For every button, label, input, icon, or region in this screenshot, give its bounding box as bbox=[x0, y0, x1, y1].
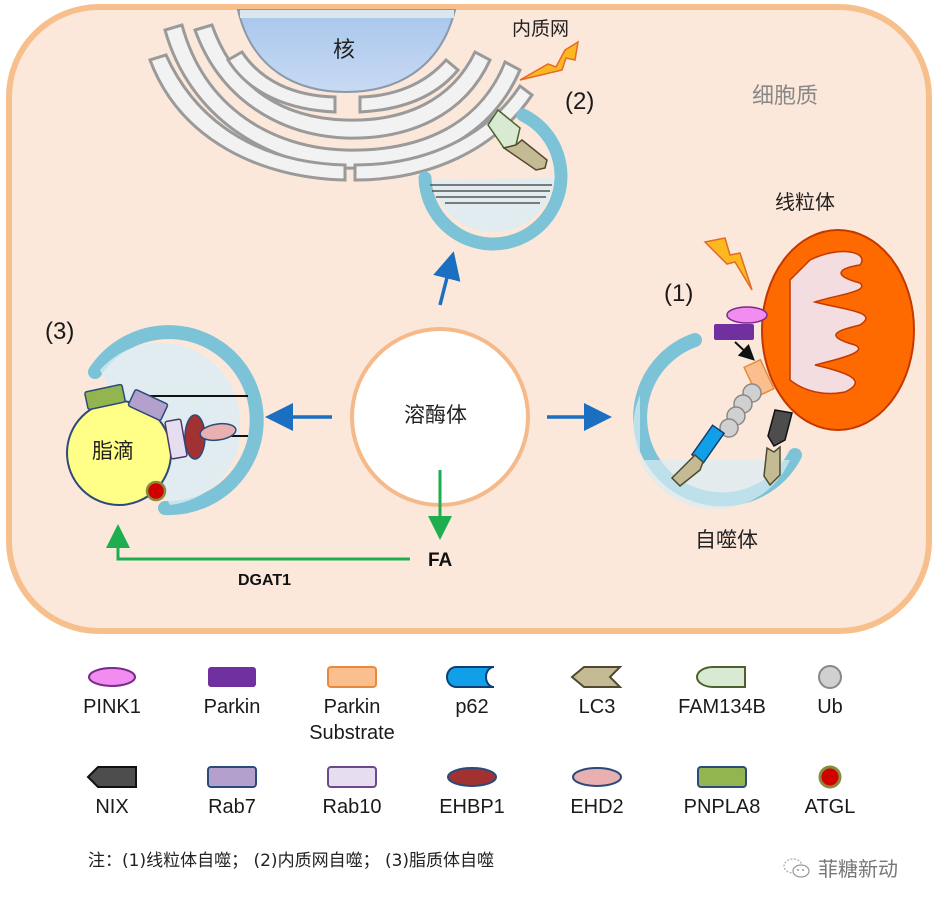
pnpla8-protein bbox=[84, 383, 126, 411]
pink1-protein bbox=[726, 306, 768, 324]
legend-ehd2: EHD2 bbox=[537, 762, 657, 820]
atgl-protein bbox=[145, 480, 167, 502]
tan-arrow-tag-icon bbox=[570, 666, 623, 688]
lavender-rect-icon bbox=[207, 766, 257, 788]
green-bullet-icon bbox=[696, 666, 746, 688]
endoplasmic-reticulum bbox=[148, 23, 535, 182]
legend-nix: NIX bbox=[52, 762, 172, 820]
pink-ellipse-icon bbox=[88, 667, 136, 687]
step-1-label: (1) bbox=[664, 280, 694, 307]
fam134b-protein bbox=[487, 108, 521, 149]
nucleus-label: 核 bbox=[333, 38, 356, 63]
wechat-icon bbox=[783, 857, 810, 878]
er-phagy-autophagosome bbox=[418, 108, 568, 251]
nix-protein bbox=[767, 409, 793, 448]
legend-ehbp1: EHBP1 bbox=[412, 762, 532, 820]
er-label: 内质网 bbox=[512, 18, 570, 40]
watermark: 菲糖新动 bbox=[782, 853, 898, 882]
orange-rect-icon bbox=[327, 666, 377, 688]
nucleus bbox=[236, 9, 457, 94]
mito-stress-bolt-icon bbox=[703, 237, 753, 291]
legend-pink1: PINK1 bbox=[52, 662, 172, 720]
nucleus-top-band bbox=[240, 10, 454, 18]
pale-lavender-rect-icon bbox=[327, 766, 377, 788]
ehd2-protein bbox=[199, 422, 237, 442]
cytoplasm-label: 细胞质 bbox=[752, 84, 819, 109]
mitochondrion bbox=[761, 229, 915, 431]
lc3-protein-2 bbox=[763, 445, 781, 487]
parkin-protein bbox=[714, 324, 754, 340]
step-2-label: (2) bbox=[565, 88, 595, 115]
legend-fam134b: FAM134B bbox=[662, 662, 782, 720]
footnote: 注：(1)线粒体自噬； (2)内质网自噬； (3)脂质体自噬 bbox=[88, 851, 495, 871]
lc3-protein bbox=[502, 139, 548, 171]
legend-ub: Ub bbox=[770, 662, 890, 720]
pink-ellipse-2-icon bbox=[572, 767, 622, 787]
arrow-dgat1-to-lipid bbox=[106, 524, 410, 561]
rab7-protein bbox=[127, 389, 169, 421]
lipophagy-autophagosome bbox=[66, 325, 264, 516]
parkin-substrate-protein bbox=[743, 358, 775, 398]
autophagosome-label: 自噬体 bbox=[695, 528, 758, 552]
legend-parkin: Parkin bbox=[172, 662, 292, 720]
blue-notched-bar-icon bbox=[446, 666, 495, 688]
legend-p62: p62 bbox=[412, 662, 532, 720]
dgat1-label: DGAT1 bbox=[238, 572, 292, 589]
fa-label: FA bbox=[428, 550, 453, 571]
legend-atgl: ATGL bbox=[770, 762, 890, 820]
grey-circle-icon bbox=[818, 665, 842, 689]
green-rect-icon bbox=[697, 766, 747, 788]
rab10-protein bbox=[164, 418, 188, 460]
lipid-droplet-label: 脂滴 bbox=[92, 439, 134, 463]
legend-rab7: Rab7 bbox=[172, 762, 292, 820]
mitochondrion-label: 线粒体 bbox=[775, 190, 835, 214]
legend-pnpla8: PNPLA8 bbox=[662, 762, 782, 820]
lc3-protein-1 bbox=[670, 453, 704, 488]
dark-pentagon-tag-icon bbox=[86, 766, 137, 788]
purple-rect-icon bbox=[208, 667, 256, 687]
darkred-ellipse-icon bbox=[447, 767, 497, 787]
arrow-to-er-phagy bbox=[433, 251, 461, 306]
ub-chain-4 bbox=[719, 418, 739, 438]
mitophagy-autophagosome bbox=[633, 306, 802, 510]
er-stress-bolt-icon bbox=[519, 40, 580, 81]
lysosome-label: 溶酶体 bbox=[404, 403, 467, 427]
legend-rab10: Rab10 bbox=[292, 762, 412, 820]
legend-parkin-substrate: Parkin Substrate bbox=[292, 662, 412, 746]
legend-lc3: LC3 bbox=[537, 662, 657, 720]
step-3-label: (3) bbox=[45, 318, 75, 345]
watermark-text: 菲糖新动 bbox=[818, 857, 898, 881]
red-dot-icon bbox=[818, 765, 842, 789]
